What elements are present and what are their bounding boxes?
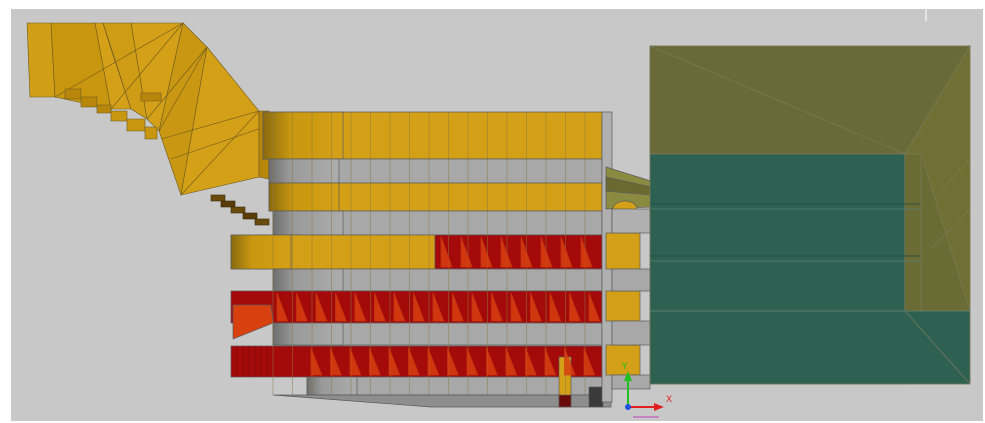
z-axis-icon: [625, 404, 631, 410]
column-grid-lines: [236, 112, 586, 395]
model-drawing: X Y: [26, 9, 971, 418]
seat-wedge: [432, 292, 445, 322]
seat-wedge: [560, 236, 573, 268]
seat-wedge: [471, 292, 484, 322]
seat-wedge: [374, 292, 386, 322]
seat-wedge: [354, 292, 367, 322]
stair-base-steps: [210, 194, 270, 226]
seat-wedge: [525, 347, 537, 376]
seat-wedge: [564, 347, 576, 376]
seat-diagonals: [276, 236, 601, 376]
seat-wedge: [480, 236, 493, 268]
seat-wedge: [505, 347, 518, 376]
seat-wedge: [310, 347, 323, 376]
seat-wedge: [540, 236, 553, 268]
seat-wedge: [500, 236, 513, 268]
seat-wedge: [549, 292, 562, 322]
seat-wedge: [569, 292, 581, 322]
side-tower-column: [601, 111, 652, 403]
seat-wedge: [580, 236, 593, 268]
seat-wedge: [427, 347, 440, 376]
seat-wedge: [544, 347, 557, 376]
ucs-axis-icon[interactable]: X Y: [621, 362, 672, 418]
seat-wedge: [583, 347, 596, 376]
seat-wedge: [510, 292, 523, 322]
seat-wedge: [276, 292, 289, 322]
stair-tier-upper-left: [26, 22, 270, 196]
seat-wedge: [447, 347, 459, 376]
seat-wedge: [440, 236, 453, 268]
seat-wedge: [460, 236, 473, 268]
x-axis-label: X: [666, 395, 672, 405]
seat-wedge: [408, 347, 420, 376]
seat-wedge: [588, 292, 601, 322]
right-box-structure: [649, 44, 971, 385]
seat-wedge: [393, 292, 406, 322]
seat-wedge: [335, 292, 347, 322]
seat-wedge: [349, 347, 362, 376]
y-axis-label: Y: [621, 362, 628, 372]
seat-wedge: [388, 347, 401, 376]
seat-wedge: [369, 347, 381, 376]
seat-wedge: [530, 292, 542, 322]
seat-wedge: [486, 347, 498, 376]
x-axis-arrow-icon: [654, 403, 664, 411]
3d-model-viewport[interactable]: X Y: [11, 9, 983, 421]
seat-wedge: [296, 292, 308, 322]
seat-wedge: [330, 347, 342, 376]
y-axis-arrow-icon: [624, 371, 632, 381]
seat-wedge: [520, 236, 533, 268]
seat-wedge: [452, 292, 464, 322]
seat-wedge: [466, 347, 479, 376]
seat-wedge: [491, 292, 503, 322]
seat-wedge: [413, 292, 425, 322]
seat-wedge: [315, 292, 328, 322]
main-tiered-block: [230, 111, 612, 408]
